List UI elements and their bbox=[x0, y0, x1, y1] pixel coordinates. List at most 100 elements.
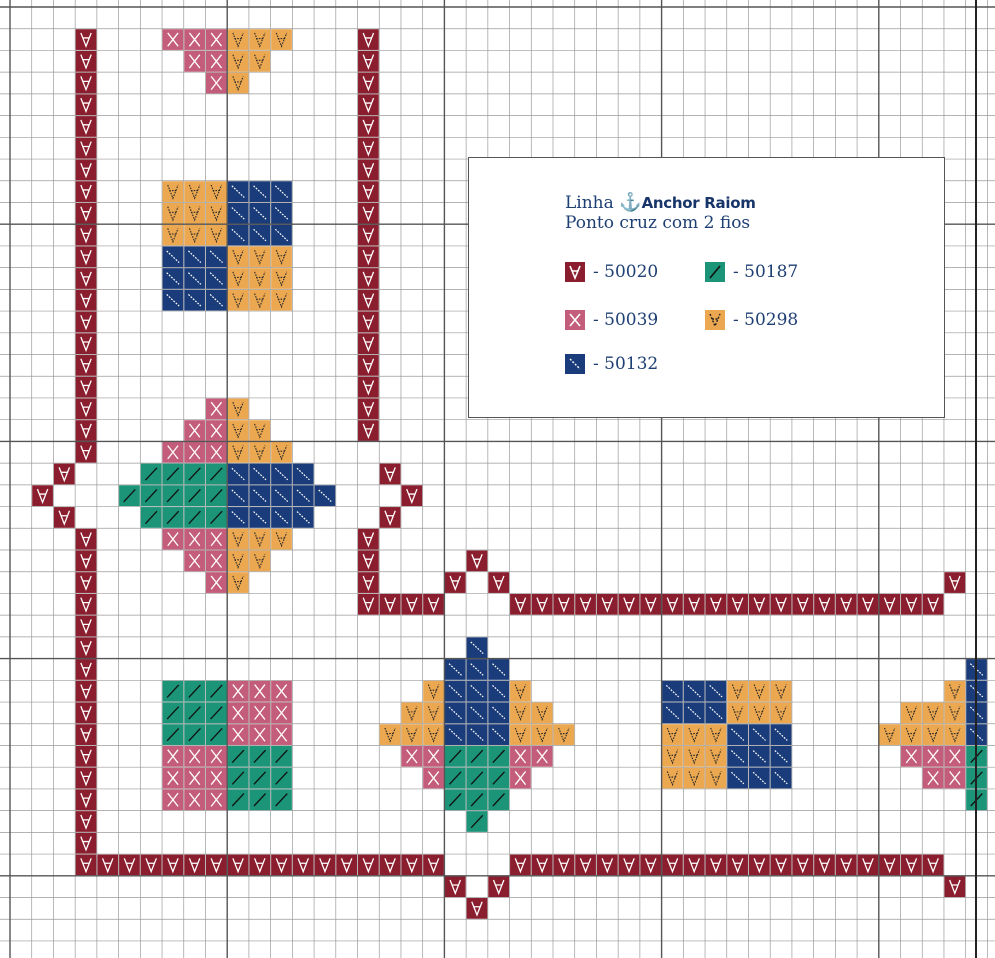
stitch-50020 bbox=[401, 594, 422, 615]
stitch-50020 bbox=[358, 51, 379, 72]
stitch-50132 bbox=[271, 485, 292, 506]
stitch-50020 bbox=[944, 572, 965, 593]
stitch-50187 bbox=[271, 789, 292, 810]
stitch-50298 bbox=[532, 703, 553, 724]
stitch-50020 bbox=[814, 855, 835, 876]
stitch-50020 bbox=[76, 703, 97, 724]
stitch-50020 bbox=[792, 855, 813, 876]
stitch-50020 bbox=[771, 855, 792, 876]
stitch-50187 bbox=[184, 507, 205, 528]
stitch-50039 bbox=[249, 724, 270, 745]
stitch-50132 bbox=[488, 724, 509, 745]
stitch-50020 bbox=[271, 855, 292, 876]
stitch-50298 bbox=[510, 703, 531, 724]
stitch-50039 bbox=[923, 746, 944, 767]
stitch-50039 bbox=[249, 681, 270, 702]
stitch-50298 bbox=[184, 203, 205, 224]
stitch-50020 bbox=[727, 855, 748, 876]
stitch-50020 bbox=[662, 855, 683, 876]
stitch-50132 bbox=[706, 703, 727, 724]
stitch-50298 bbox=[510, 724, 531, 745]
stitch-50132 bbox=[293, 507, 314, 528]
stitch-50020 bbox=[597, 594, 618, 615]
stitch-50020 bbox=[901, 855, 922, 876]
stitch-50187 bbox=[467, 789, 488, 810]
legend-code: - 50020 bbox=[593, 262, 658, 282]
stitch-50298 bbox=[901, 724, 922, 745]
stitch-50039 bbox=[206, 572, 227, 593]
stitch-50020 bbox=[358, 572, 379, 593]
stitch-50298 bbox=[228, 268, 249, 289]
stitch-50132 bbox=[271, 464, 292, 485]
stitch-50020 bbox=[76, 529, 97, 550]
stitch-50132 bbox=[228, 225, 249, 246]
stitch-50020 bbox=[54, 507, 75, 528]
stitch-50132 bbox=[445, 703, 466, 724]
stitch-50020 bbox=[76, 789, 97, 810]
stitch-50298 bbox=[206, 181, 227, 202]
stitch-50039 bbox=[228, 681, 249, 702]
stitch-50298 bbox=[228, 572, 249, 593]
stitch-50132 bbox=[163, 290, 184, 311]
stitch-50187 bbox=[206, 485, 227, 506]
stitch-50298 bbox=[249, 51, 270, 72]
stitch-50132 bbox=[684, 703, 705, 724]
stitch-50020 bbox=[706, 855, 727, 876]
stitch-50020 bbox=[97, 855, 118, 876]
stitch-50020 bbox=[76, 312, 97, 333]
stitch-50039 bbox=[944, 768, 965, 789]
stitch-50132 bbox=[184, 290, 205, 311]
stitch-50020 bbox=[423, 594, 444, 615]
stitch-50039 bbox=[184, 551, 205, 572]
stitch-50132 bbox=[249, 203, 270, 224]
stitch-50020 bbox=[684, 594, 705, 615]
stitch-50298 bbox=[163, 181, 184, 202]
stitch-50298 bbox=[771, 681, 792, 702]
stitch-50020 bbox=[358, 246, 379, 267]
stitch-50132 bbox=[488, 703, 509, 724]
stitch-50020 bbox=[141, 855, 162, 876]
stitch-50020 bbox=[76, 681, 97, 702]
stitch-50132 bbox=[184, 246, 205, 267]
stitch-50298 bbox=[271, 290, 292, 311]
stitch-50039 bbox=[163, 746, 184, 767]
stitch-50132 bbox=[228, 507, 249, 528]
stitch-50298 bbox=[271, 529, 292, 550]
stitch-50298 bbox=[401, 724, 422, 745]
stitch-50298 bbox=[228, 246, 249, 267]
stitch-50039 bbox=[163, 768, 184, 789]
stitch-50132 bbox=[727, 768, 748, 789]
stitch-50298 bbox=[944, 681, 965, 702]
stitch-50298 bbox=[423, 724, 444, 745]
stitch-50020 bbox=[467, 551, 488, 572]
stitch-50020 bbox=[901, 594, 922, 615]
stitch-50187 bbox=[445, 789, 466, 810]
stitch-50132 bbox=[163, 268, 184, 289]
stitch-50039 bbox=[184, 51, 205, 72]
stitch-50298 bbox=[249, 246, 270, 267]
stitch-50020 bbox=[76, 616, 97, 637]
stitch-50039 bbox=[228, 724, 249, 745]
stitch-50187 bbox=[184, 724, 205, 745]
stitch-50020 bbox=[575, 855, 596, 876]
legend-code: - 50298 bbox=[733, 310, 798, 330]
stitch-50020 bbox=[358, 529, 379, 550]
stitch-50132 bbox=[163, 246, 184, 267]
stitch-50187 bbox=[163, 681, 184, 702]
stitch-50020 bbox=[858, 855, 879, 876]
stitch-50187 bbox=[141, 464, 162, 485]
stitch-50020 bbox=[76, 551, 97, 572]
stitch-50298 bbox=[401, 703, 422, 724]
stitch-50132 bbox=[488, 659, 509, 680]
stitch-50132 bbox=[206, 268, 227, 289]
stitch-50020 bbox=[76, 225, 97, 246]
stitch-50132 bbox=[293, 485, 314, 506]
stitch-50039 bbox=[206, 29, 227, 50]
stitch-50020 bbox=[814, 594, 835, 615]
stitch-50020 bbox=[944, 876, 965, 897]
stitch-50298 bbox=[249, 551, 270, 572]
stitch-50020 bbox=[249, 855, 270, 876]
stitch-50298 bbox=[249, 29, 270, 50]
stitch-50020 bbox=[858, 594, 879, 615]
stitch-50298 bbox=[249, 442, 270, 463]
